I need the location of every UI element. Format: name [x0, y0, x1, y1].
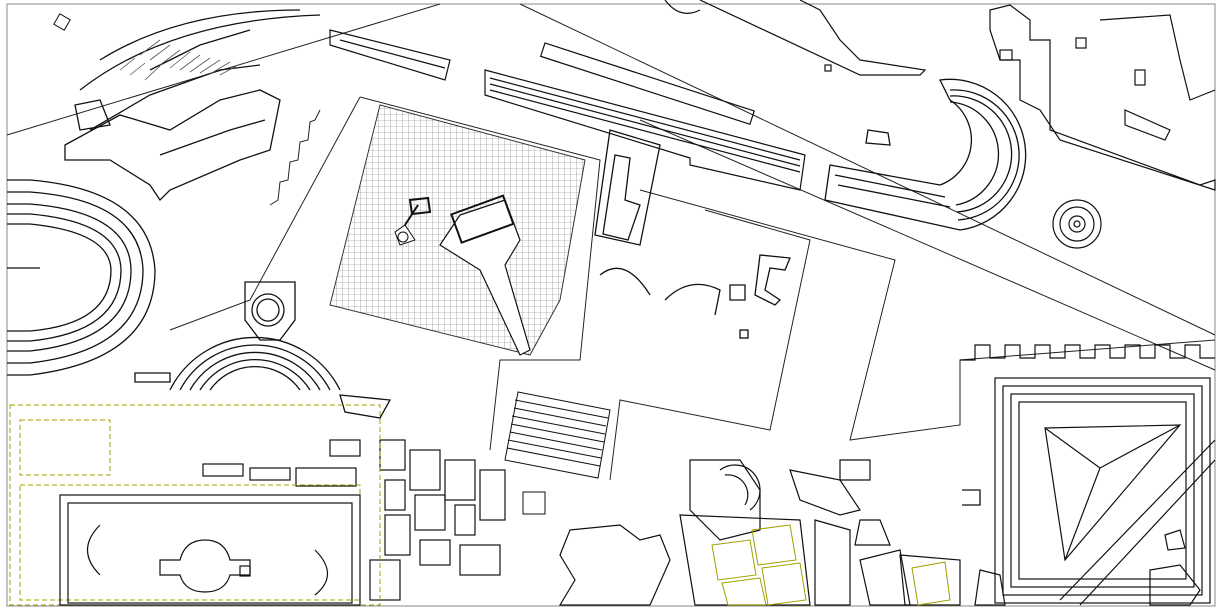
grid-plaza [329, 104, 586, 356]
drawing-frame [6, 3, 1216, 607]
small-square [53, 13, 71, 31]
southeast-ruins [558, 459, 1201, 606]
semicircle-theater [134, 281, 392, 419]
plaza-ruins [594, 129, 981, 506]
pyramid-complex [960, 344, 1216, 606]
piazza-west-wall [269, 109, 321, 206]
north-buildings [329, 0, 927, 191]
theater-northwest [64, 9, 321, 202]
formal-garden [9, 404, 381, 606]
courtyard-garden [711, 524, 951, 606]
stadium-west [7, 179, 156, 376]
garden-parterre [59, 494, 361, 606]
northeast-complex [989, 4, 1216, 249]
ruin-blocks-west [202, 439, 506, 601]
exedra-north [824, 78, 1027, 231]
stairs [504, 391, 611, 479]
small-square [522, 491, 546, 515]
road-lines [6, 3, 1216, 481]
theater-seats [119, 39, 241, 81]
